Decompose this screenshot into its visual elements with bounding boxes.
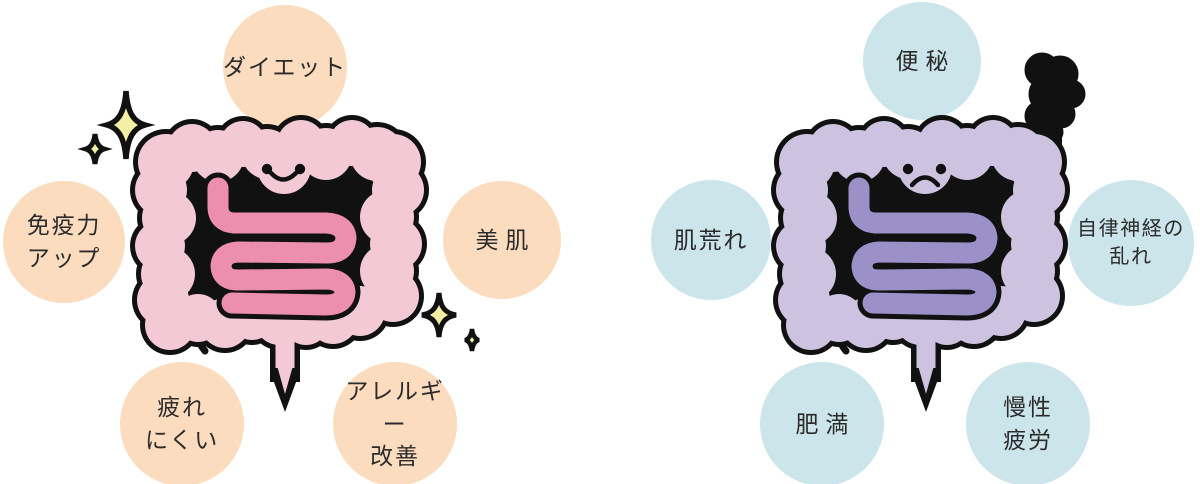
small-intestine	[843, 172, 1003, 321]
bubble-text: 自律神経の	[1077, 217, 1185, 240]
sad-face	[902, 163, 947, 188]
bubble-text: ダイエット	[223, 53, 347, 80]
bubble-text: 肌荒れ	[673, 226, 749, 253]
happy-face	[261, 163, 306, 182]
bubble-text: 乱れ	[1109, 246, 1153, 268]
symptom-bubble-constipation: 便秘	[863, 2, 981, 120]
benefit-bubble-fatigue-resistance: 疲れ にくい	[120, 362, 244, 484]
symptom-bubble-obesity: 肥満	[760, 362, 884, 484]
benefit-bubble-allergy-improvement: アレルギー 改善	[333, 362, 457, 484]
benefit-bubble-diet: ダイエット	[223, 5, 347, 129]
mouth	[268, 170, 299, 182]
benefit-bubble-beautiful-skin: 美肌	[443, 181, 561, 299]
symptom-bubble-rough-skin: 肌荒れ	[651, 180, 771, 300]
bubble-text: にくい	[144, 427, 220, 453]
bubble-text: 便秘	[895, 47, 956, 74]
bubble-text: アレルギー	[345, 378, 445, 437]
eye	[935, 163, 947, 175]
gloom-drip-icon	[1024, 52, 1086, 175]
small-intestine	[202, 172, 362, 321]
bubble-text: アップ	[26, 245, 102, 271]
sparkle-icon	[421, 292, 480, 352]
bubble-text: 改善	[370, 443, 420, 470]
eye	[902, 163, 914, 175]
bubble-text: 疲労	[1003, 427, 1053, 453]
bubble-text: 免疫力	[26, 212, 102, 239]
intestine-character-happy	[130, 115, 429, 412]
mouth	[909, 175, 941, 188]
bubble-text: 肥満	[795, 410, 856, 437]
bubble-text: 美肌	[475, 226, 536, 253]
sparkle-icon	[77, 90, 156, 165]
bubble-text: 慢性	[1003, 394, 1053, 421]
benefit-bubble-immunity: 免疫力 アップ	[3, 181, 125, 303]
bubble-text: 疲れ	[157, 394, 207, 421]
symptom-bubble-chronic-fatigue: 慢性 疲労	[966, 362, 1090, 484]
intestine-character-sad	[771, 115, 1070, 412]
symptom-bubble-autonomic-imbalance: 自律神経の 乱れ	[1068, 180, 1194, 306]
